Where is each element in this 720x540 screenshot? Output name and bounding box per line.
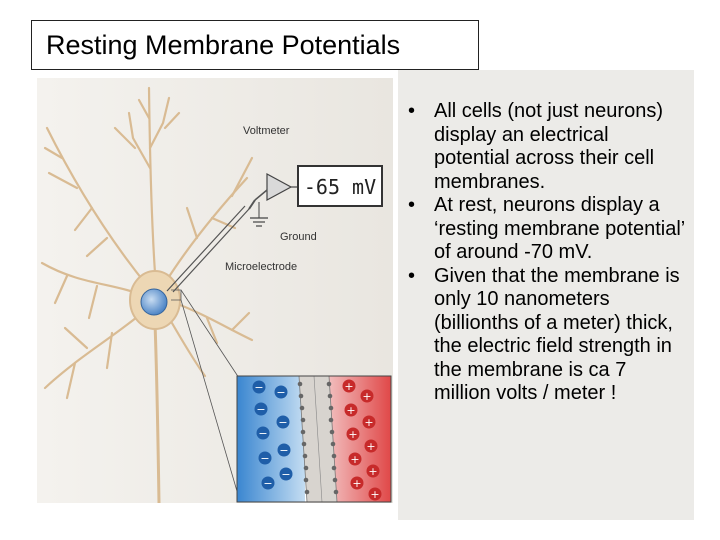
nucleus bbox=[140, 288, 168, 316]
positive-charge-icon bbox=[344, 403, 358, 417]
positive-charge-icon bbox=[364, 439, 378, 453]
negative-charge-icon bbox=[256, 426, 270, 440]
voltmeter-label: Voltmeter bbox=[243, 125, 290, 137]
negative-charge-icon bbox=[277, 443, 291, 457]
svg-text:−: − bbox=[263, 477, 272, 490]
bullet-item: At rest, neurons display a ‘resting memb… bbox=[408, 194, 686, 265]
svg-text:−: − bbox=[281, 468, 290, 481]
positive-charge-icon bbox=[360, 389, 374, 403]
negative-charge-icon bbox=[252, 380, 266, 394]
membrane-inset: − − − − − − − − − + + + + + + + + + + bbox=[236, 375, 392, 503]
bullet-item: All cells (not just neurons) display an … bbox=[408, 100, 686, 194]
bullet-item: Given that the membrane is only 10 nanom… bbox=[408, 265, 686, 406]
svg-text:+: + bbox=[364, 416, 373, 429]
svg-text:−: − bbox=[260, 452, 269, 465]
amplifier-icon bbox=[266, 172, 293, 202]
positive-charge-icon bbox=[368, 487, 382, 501]
bullet-list: All cells (not just neurons) display an … bbox=[398, 100, 694, 406]
negative-charge-icon bbox=[276, 415, 290, 429]
svg-text:+: + bbox=[346, 404, 355, 417]
negative-charge-icon bbox=[274, 385, 288, 399]
svg-text:+: + bbox=[352, 477, 361, 490]
positive-charge-icon bbox=[350, 476, 364, 490]
svg-text:+: + bbox=[350, 453, 359, 466]
negative-charges: − − − − − − − − − bbox=[252, 380, 293, 490]
positive-charge-icon bbox=[342, 379, 356, 393]
svg-text:+: + bbox=[344, 380, 353, 393]
title-box: Resting Membrane Potentials bbox=[31, 20, 479, 70]
ground-label: Ground bbox=[280, 231, 317, 243]
svg-text:+: + bbox=[368, 465, 377, 478]
positive-charge-icon bbox=[348, 452, 362, 466]
lipid-bilayer bbox=[297, 375, 339, 503]
svg-text:−: − bbox=[254, 381, 263, 394]
microelectrode bbox=[166, 205, 246, 292]
svg-text:+: + bbox=[362, 390, 371, 403]
slide-title: Resting Membrane Potentials bbox=[46, 29, 401, 60]
positive-charge-icon bbox=[366, 464, 380, 478]
svg-text:+: + bbox=[370, 488, 379, 501]
svg-text:+: + bbox=[366, 440, 375, 453]
negative-charge-icon bbox=[258, 451, 272, 465]
negative-charge-icon bbox=[279, 467, 293, 481]
svg-text:−: − bbox=[258, 427, 267, 440]
meter-reading: -65 mV bbox=[304, 175, 376, 199]
negative-charge-icon bbox=[261, 476, 275, 490]
zoom-callout bbox=[171, 289, 240, 499]
neuron-figure: -65 mV Voltmeter Ground Microelectrode bbox=[37, 78, 393, 503]
svg-text:−: − bbox=[278, 416, 287, 429]
svg-text:+: + bbox=[348, 428, 357, 441]
svg-text:−: − bbox=[256, 403, 265, 416]
text-panel: All cells (not just neurons) display an … bbox=[398, 70, 694, 520]
positive-charge-icon bbox=[362, 415, 376, 429]
positive-charge-icon bbox=[346, 427, 360, 441]
svg-text:−: − bbox=[279, 444, 288, 457]
svg-text:−: − bbox=[276, 386, 285, 399]
microelectrode-label: Microelectrode bbox=[225, 261, 297, 273]
ground-icon bbox=[250, 217, 268, 227]
voltmeter-display bbox=[297, 165, 383, 207]
positive-charges: + + + + + + + + + + bbox=[342, 379, 382, 501]
negative-charge-icon bbox=[254, 402, 268, 416]
